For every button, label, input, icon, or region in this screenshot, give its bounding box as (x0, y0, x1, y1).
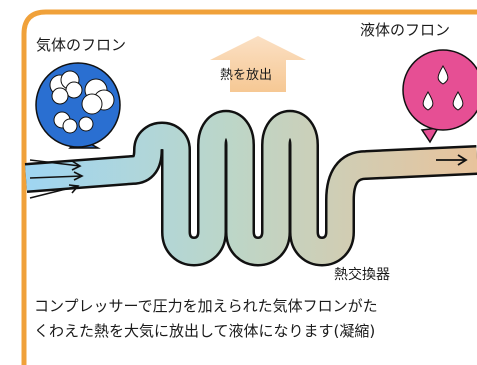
release-heat-label: 熱を放出 (220, 68, 273, 83)
outflow-arrow-icon (436, 154, 468, 166)
caption-line-2: くわえた熱を大気に放出して液体になります(凝縮) (34, 322, 376, 340)
heat-exchanger-tube (25, 112, 477, 264)
gas-bubble (35, 62, 121, 149)
gas-cloud-icon (49, 70, 115, 134)
water-drop-icon (422, 65, 464, 111)
liquid-freon-label: 液体のフロン (360, 21, 451, 39)
caption-line-1: コンプレッサーで圧力を加えられた気体フロンがた (34, 297, 378, 315)
flow-arrow-icon (29, 159, 84, 199)
heat-exchanger-label: 熱交換器 (334, 267, 390, 283)
liquid-bubble (402, 49, 477, 144)
gas-freon-label: 気体のフロン (36, 36, 127, 54)
frame-border (21, 9, 477, 365)
heat-up-arrow-icon (210, 36, 306, 92)
